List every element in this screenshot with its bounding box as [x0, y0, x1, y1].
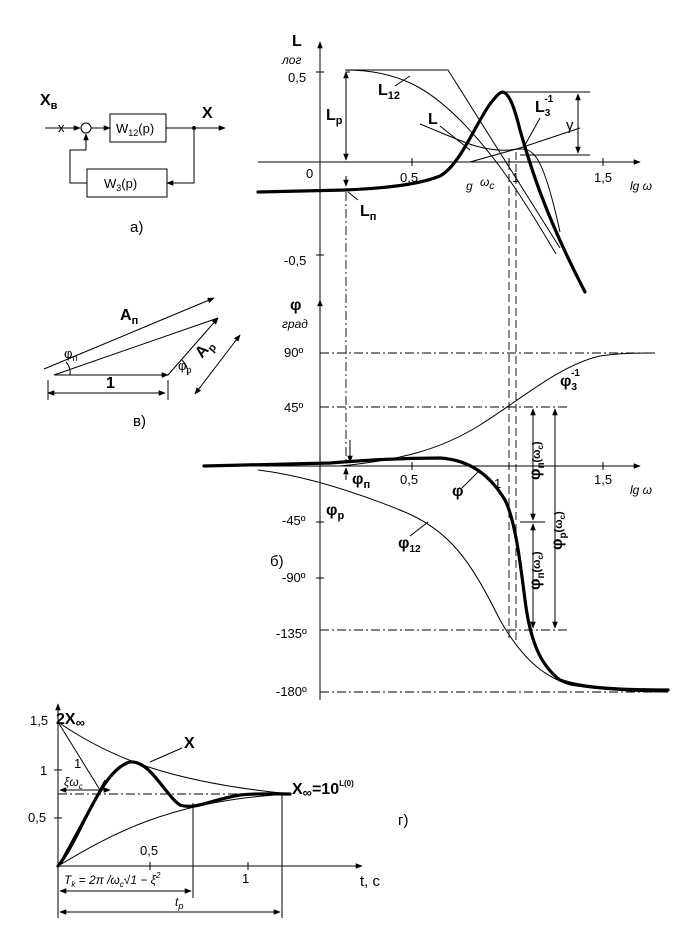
t-ytick-1: 1	[40, 763, 47, 778]
phin-wc2-label: φп(ωс)	[527, 551, 547, 590]
Ln-leader	[347, 191, 359, 201]
vector-diagram: Aп Aр φп φр 1 в)	[43, 297, 241, 430]
unit-label: 1	[106, 375, 115, 392]
phip-wc-label: φр(ωс)	[549, 511, 569, 550]
Ln-label: Lп	[360, 203, 376, 223]
phi12-leader	[409, 521, 429, 537]
x-curve-label: X	[184, 735, 195, 752]
angle-phi-p	[181, 359, 189, 376]
phi-ytick-45: 45º	[284, 400, 303, 415]
phi-axis-label: φ	[290, 297, 301, 314]
x-inf-label: X∞=10L(0)	[292, 779, 354, 800]
vector-Ap	[167, 317, 219, 376]
L-xtick-0: 0	[306, 166, 313, 181]
phin-label: φп	[352, 471, 370, 491]
caption-b: б)	[270, 553, 284, 570]
phi12-label: φ12	[398, 535, 421, 555]
L3-label: L3-1	[535, 94, 554, 119]
upper-envelope	[57, 721, 291, 795]
Lp-label: Lр	[326, 107, 343, 127]
phi-p-label: φр	[178, 358, 191, 375]
vector-An	[43, 297, 215, 370]
two-x-inf-label: 2X∞	[56, 711, 85, 730]
caption-a: а)	[130, 219, 143, 236]
wc-label: ωс	[480, 175, 494, 192]
L-xtick-15: 1,5	[594, 170, 612, 185]
L3-inverse-curve	[469, 127, 581, 163]
input-label: Xв	[40, 92, 58, 112]
feedback-line	[166, 128, 195, 186]
phi-ytick-m90: -90º	[282, 570, 306, 585]
L-unit: лог	[281, 53, 301, 67]
An-label: Aп	[120, 307, 138, 327]
tp-label: tр	[175, 895, 183, 911]
lower-envelope	[57, 793, 291, 867]
tangent-line	[57, 721, 101, 791]
angle-phi-n	[65, 361, 71, 376]
t-ytick-15: 1,5	[30, 713, 48, 728]
phi-ytick-90: 90º	[284, 345, 303, 360]
phi-ytick-m135: -135º	[276, 626, 307, 641]
phin-wc-label: φп(ωс)	[527, 441, 547, 480]
phi3-label: φ3-1	[560, 368, 580, 393]
gamma-label: γ	[566, 117, 574, 134]
L-closed-loop-curve	[256, 90, 587, 294]
t-ytick-05: 0,5	[28, 810, 46, 825]
phi-closed-loop-curve	[202, 456, 670, 692]
vector-An-base	[53, 317, 219, 376]
sum-mark: x	[58, 120, 65, 135]
block-diagram: Xв x W12(p) X W3(p) а)	[40, 92, 226, 236]
feedback-return-line	[69, 133, 89, 184]
phi-xtick-15: 1,5	[594, 472, 612, 487]
phase-plot: φ град lg ω 90º 45º -45º -90º -135º -180…	[202, 297, 670, 700]
L-axis-label: L	[292, 33, 302, 50]
phi-ytick-m180: -180º	[276, 684, 307, 699]
transient-plot: 1,5 1 0,5 0,5 1 t, с 2X∞ X X∞=10L(0) 1 ξ…	[28, 703, 408, 918]
t-xtick-05: 0,5	[140, 843, 158, 858]
phi-unit: град	[282, 317, 308, 331]
g-label: g	[466, 179, 473, 193]
L12-leader	[394, 75, 411, 87]
caption-g: г)	[398, 812, 408, 829]
L-label: L	[428, 111, 438, 128]
xi-w-label: ξωс	[64, 775, 83, 791]
caption-v: в)	[133, 413, 146, 430]
t-axis-label: t, с	[360, 873, 381, 890]
L-xtick-05: 0,5	[400, 170, 418, 185]
phi-label: φ	[452, 483, 463, 500]
L-thin-curve	[419, 123, 561, 233]
L12-asymptote	[345, 69, 561, 249]
L-ytick-05: 0,5	[288, 70, 306, 85]
feedback-block-label: W3(p)	[104, 176, 137, 193]
x-leader	[149, 747, 183, 763]
phi-x-axis-label: lg ω	[630, 483, 652, 497]
output-label: X	[202, 105, 213, 122]
forward-block-label: W12(p)	[116, 121, 154, 138]
phip-label: φр	[326, 502, 344, 522]
Ap-label: Aр	[192, 336, 219, 363]
phi-xtick-1: 1	[494, 476, 501, 491]
dim-Ap	[194, 334, 241, 395]
tk-formula: Tk = 2π /ωс√1 − ξ2	[64, 871, 161, 889]
L12-label: L12	[378, 82, 400, 102]
x-response-curve	[56, 760, 292, 868]
one-label: 1	[74, 756, 81, 771]
phi3-inverse-curve	[339, 352, 656, 467]
L3-leader	[524, 117, 541, 146]
amplitude-plot: L лог lg ω 0,5 -0,5 0 0,5 1 1,5 Lр Lп	[256, 33, 652, 305]
L12-curve	[344, 69, 557, 255]
L-leader	[439, 125, 471, 151]
t-xtick-1: 1	[242, 871, 249, 886]
phi-n-label: φп	[64, 346, 77, 363]
phi-xtick-05: 0,5	[400, 472, 418, 487]
summing-junction	[80, 122, 92, 134]
phi-ytick-m45: -45º	[282, 513, 306, 528]
L-x-axis-label: lg ω	[630, 179, 652, 193]
L-ytick-m05: -0,5	[284, 253, 306, 268]
phi-leader	[461, 471, 479, 489]
